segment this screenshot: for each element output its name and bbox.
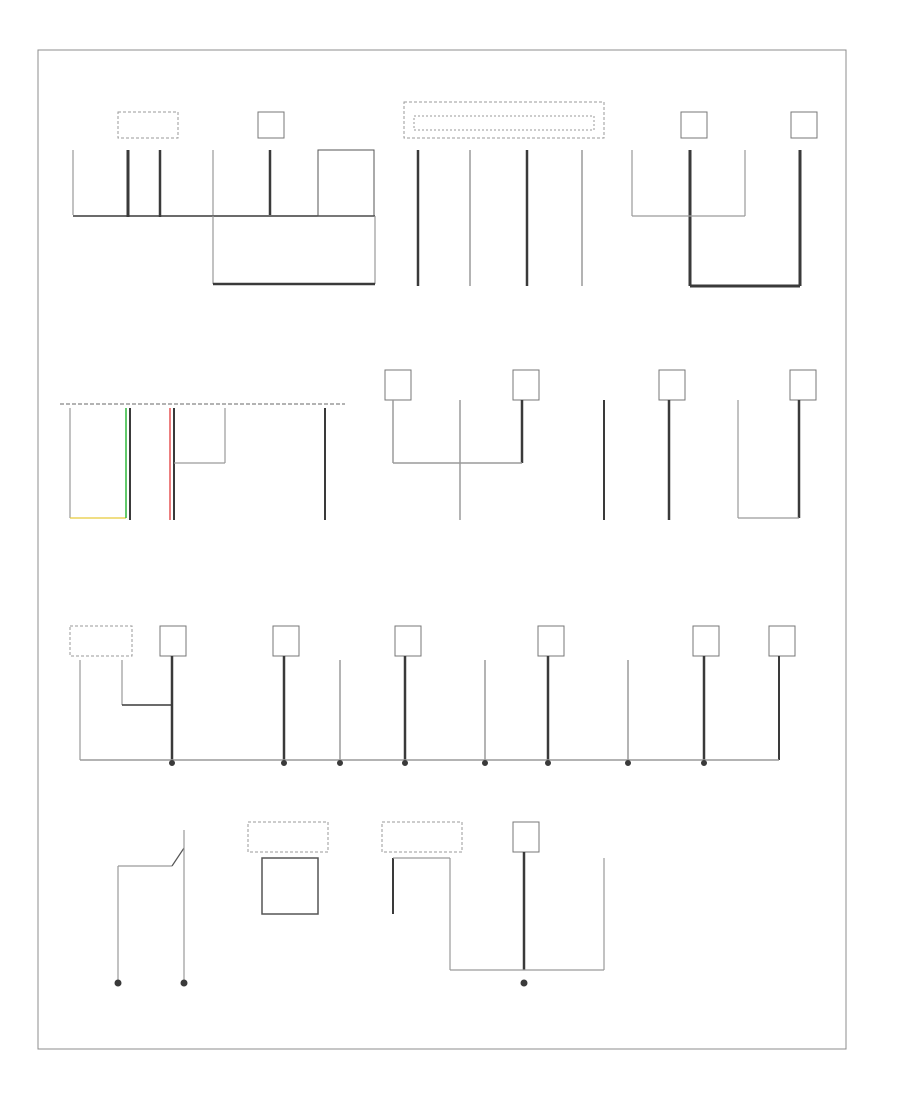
- third-row-ground-circuits: [69, 625, 796, 766]
- top-row-ground-circuits: [72, 101, 818, 288]
- bottom-row-ground-circuits: [114, 821, 605, 987]
- diagram-border: [37, 49, 847, 1050]
- second-row-ground-circuits: [60, 369, 817, 520]
